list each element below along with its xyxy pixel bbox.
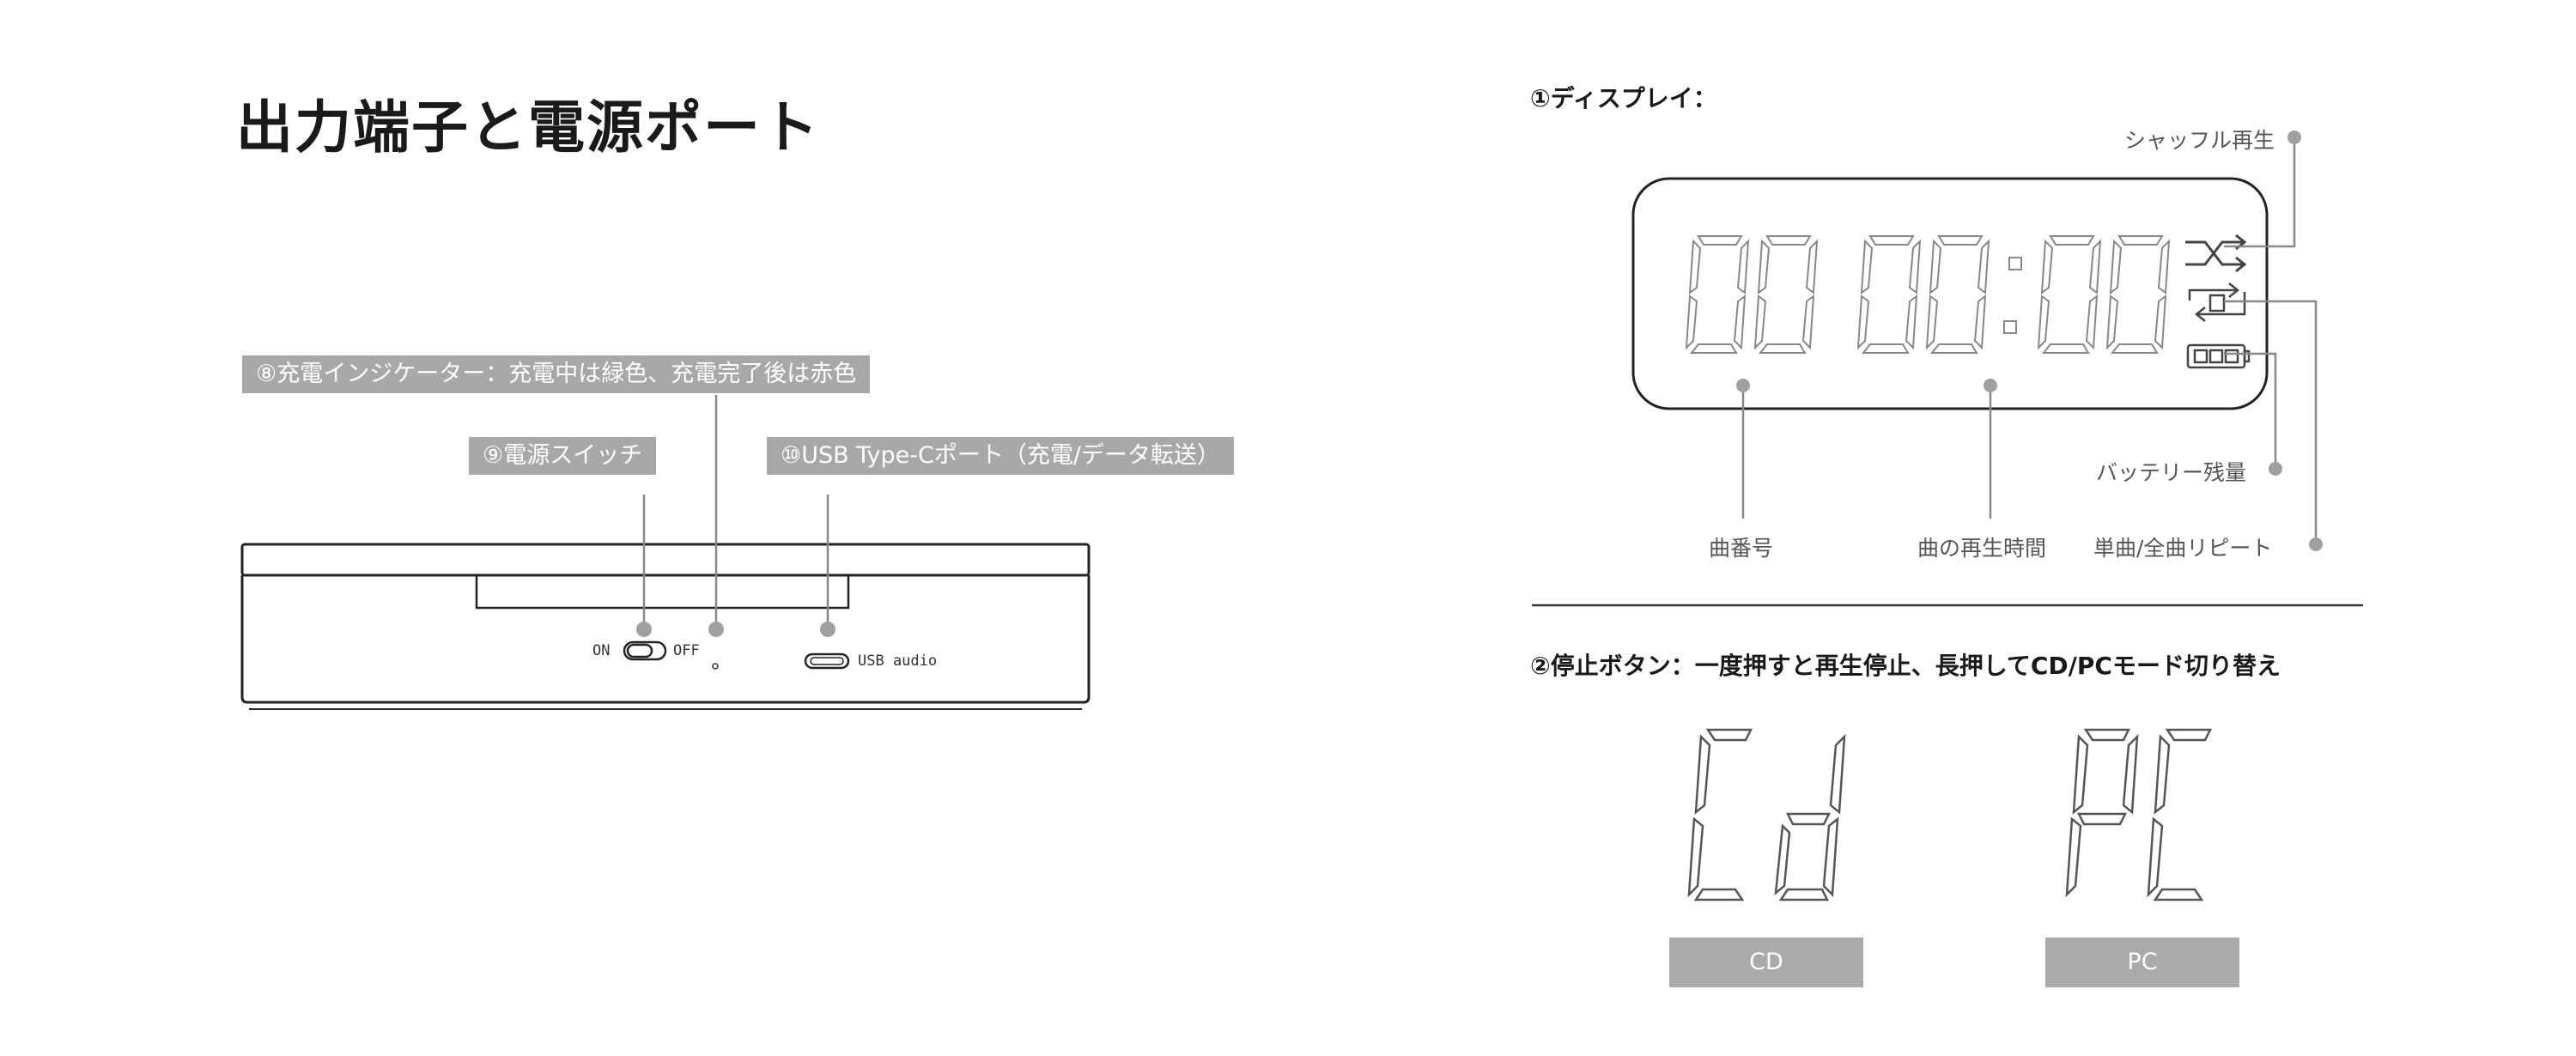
pc-mode-display	[2065, 728, 2213, 901]
callout-charge-indicator: ⑧充電インジケーター：充電中は緑色、充電完了後は赤色	[242, 355, 871, 393]
callout-usb-port: ⑩USB Type-Cポート（充電/データ転送）	[767, 437, 1234, 475]
charge-indicator-led	[712, 663, 719, 670]
display-heading: ①ディスプレイ：	[1530, 84, 1717, 112]
lcd-segments	[1685, 235, 2171, 354]
callout-power-switch: ⑨電源スイッチ	[469, 437, 657, 475]
switch-off-label: OFF	[673, 642, 700, 659]
power-switch[interactable]	[623, 640, 667, 661]
battery-icon	[2186, 343, 2251, 369]
label-repeat: 単曲/全曲リピート	[2093, 536, 2273, 561]
label-shuffle: シャッフル再生	[2124, 128, 2275, 153]
stop-button-heading: ②停止ボタン：一度押すと再生停止、長押してCD/PCモード切り替え	[1530, 652, 2281, 680]
mode-label-cd: CD	[1669, 938, 1863, 987]
port-leader-lines	[636, 395, 835, 637]
usb-audio-label: USB audio	[858, 652, 938, 670]
lcd-frame	[1631, 177, 2269, 410]
mode-label-pc: PC	[2045, 938, 2239, 987]
usb-c-port[interactable]	[804, 652, 850, 670]
cd-mode-display	[1687, 728, 1846, 901]
device-front-view	[240, 543, 1091, 710]
label-battery: バッテリー残量	[2096, 460, 2247, 485]
shuffle-icon	[2185, 234, 2247, 273]
lcd-leader-lines	[1736, 130, 2323, 551]
label-track-number: 曲番号	[1709, 536, 1774, 561]
switch-on-label: ON	[592, 642, 611, 659]
repeat-one-icon	[2188, 282, 2246, 322]
label-track-time: 曲の再生時間	[1917, 536, 2047, 561]
page-title: 出力端子と電源ポート	[236, 94, 820, 161]
